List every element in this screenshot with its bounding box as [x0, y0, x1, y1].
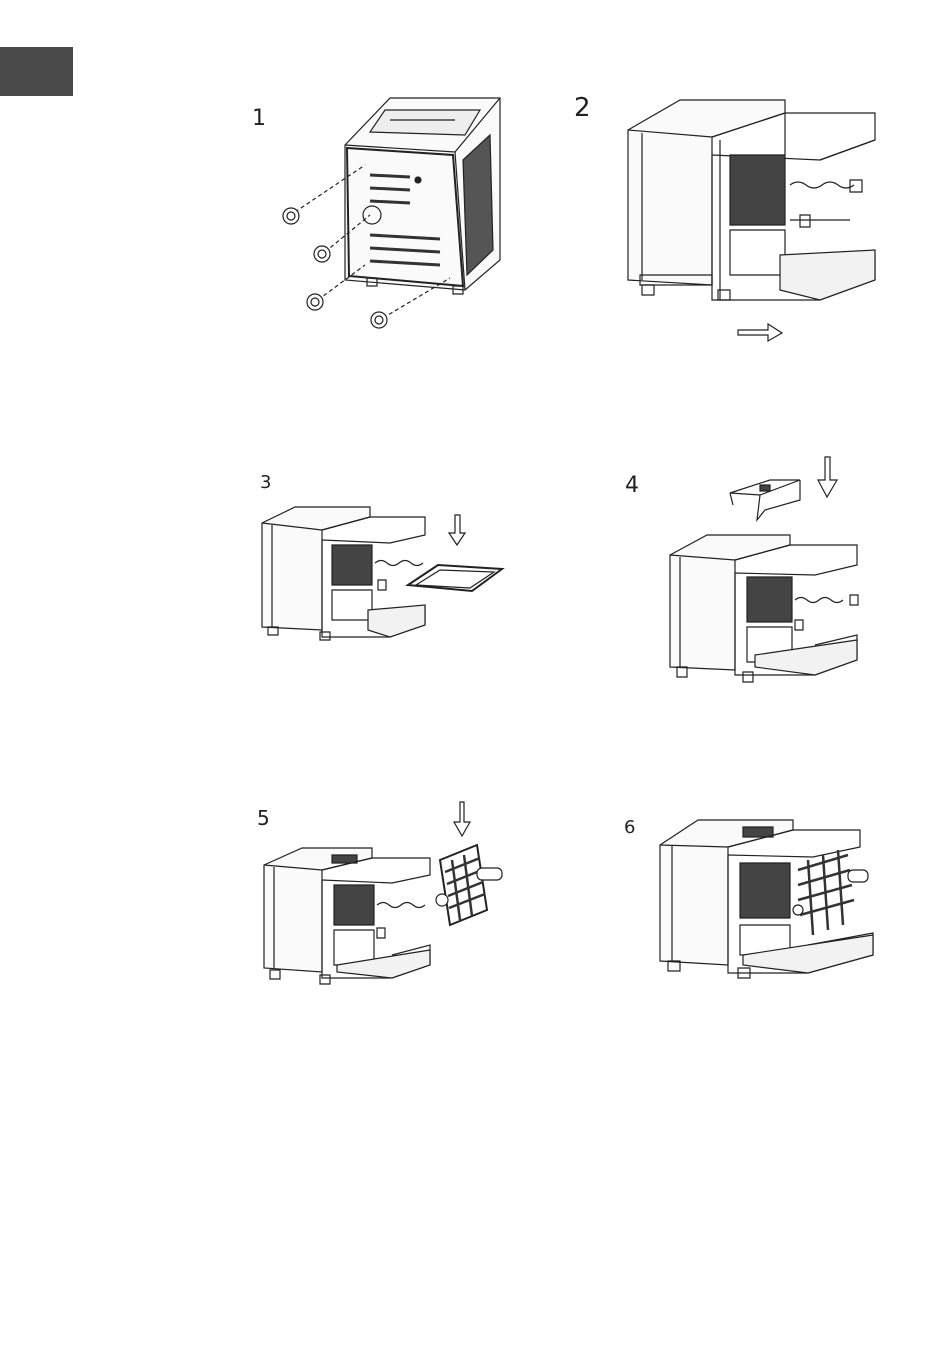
step-5-illustration	[262, 800, 512, 990]
step-2-number: 2	[574, 93, 591, 123]
step-2-illustration	[620, 95, 890, 345]
step-3-illustration	[260, 505, 510, 650]
step-6-number: 6	[624, 817, 635, 838]
language-tab	[0, 47, 73, 96]
step-4-number: 4	[625, 473, 639, 498]
step-1-illustration	[275, 90, 525, 335]
step-6-illustration	[658, 815, 880, 990]
step-4-illustration	[665, 455, 875, 690]
step-3-number: 3	[260, 472, 271, 493]
step-1-number: 1	[252, 106, 266, 131]
